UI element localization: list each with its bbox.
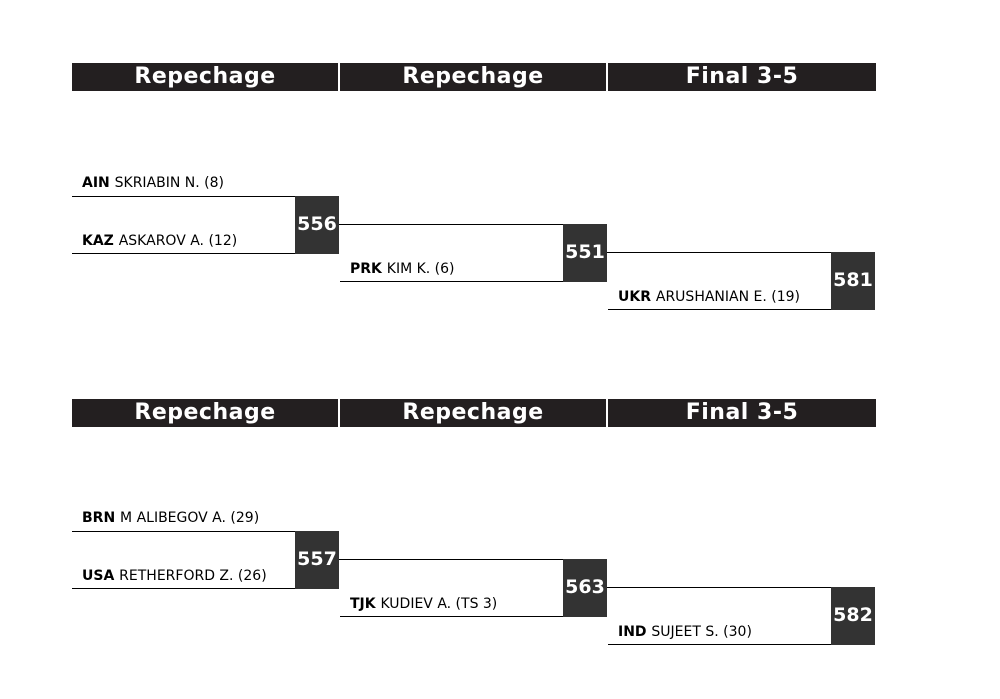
competitor-name: SKRIABIN N. (8): [114, 175, 225, 191]
bracket-line: [340, 281, 564, 282]
bracket-2: Repechage Repechage Final 3-5 BRN M ALIB…: [0, 399, 1000, 699]
country-code: USA: [82, 568, 120, 584]
round-header-repechage-1: Repechage: [72, 399, 338, 427]
competitor-name: SUJEET S. (30): [651, 624, 752, 640]
bracket-line: [72, 531, 296, 532]
bout-number[interactable]: 582: [831, 587, 875, 645]
competitor-name: KIM K. (6): [386, 261, 455, 277]
competitor-slot[interactable]: BRN M ALIBEGOV A. (29): [82, 510, 259, 526]
competitor-slot[interactable]: KAZ ASKAROV A. (12): [82, 233, 237, 249]
country-code: IND: [618, 624, 652, 640]
competitor-name: ARUSHANIAN E. (19): [655, 289, 801, 305]
bout-number[interactable]: 557: [295, 531, 339, 589]
country-code: TJK: [350, 596, 381, 612]
competitor-slot[interactable]: USA RETHERFORD Z. (26): [82, 568, 267, 584]
bout-number[interactable]: 563: [563, 559, 607, 617]
bracket-1: Repechage Repechage Final 3-5 AIN SKRIAB…: [0, 63, 1000, 363]
round-header-repechage-1: Repechage: [72, 63, 338, 91]
bracket-line: [607, 587, 832, 588]
bout-number[interactable]: 581: [831, 252, 875, 310]
bracket-line: [607, 252, 832, 253]
bracket-line: [72, 253, 296, 254]
competitor-slot[interactable]: PRK KIM K. (6): [350, 261, 455, 277]
competitor-name: RETHERFORD Z. (26): [119, 568, 267, 584]
bracket-line: [72, 196, 296, 197]
round-header-final: Final 3-5: [608, 63, 876, 91]
bracket-line: [608, 644, 832, 645]
competitor-slot[interactable]: TJK KUDIEV A. (TS 3): [350, 596, 497, 612]
competitor-slot[interactable]: IND SUJEET S. (30): [618, 624, 752, 640]
competitor-name: KUDIEV A. (TS 3): [380, 596, 498, 612]
bout-number[interactable]: 551: [563, 224, 607, 282]
competitor-name: ASKAROV A. (12): [118, 233, 238, 249]
round-header-final: Final 3-5: [608, 399, 876, 427]
bracket-line: [339, 559, 564, 560]
bracket-line: [608, 309, 832, 310]
bracket-line: [339, 224, 564, 225]
country-code: AIN: [82, 175, 115, 191]
bracket-line: [72, 588, 296, 589]
round-header-repechage-2: Repechage: [340, 399, 606, 427]
competitor-slot[interactable]: AIN SKRIABIN N. (8): [82, 175, 224, 191]
competitor-name: M ALIBEGOV A. (29): [120, 510, 260, 526]
competitor-slot[interactable]: UKR ARUSHANIAN E. (19): [618, 289, 800, 305]
bracket-line: [340, 616, 564, 617]
country-code: PRK: [350, 261, 387, 277]
round-header-repechage-2: Repechage: [340, 63, 606, 91]
country-code: BRN: [82, 510, 121, 526]
country-code: KAZ: [82, 233, 119, 249]
bout-number[interactable]: 556: [295, 196, 339, 254]
country-code: UKR: [618, 289, 656, 305]
